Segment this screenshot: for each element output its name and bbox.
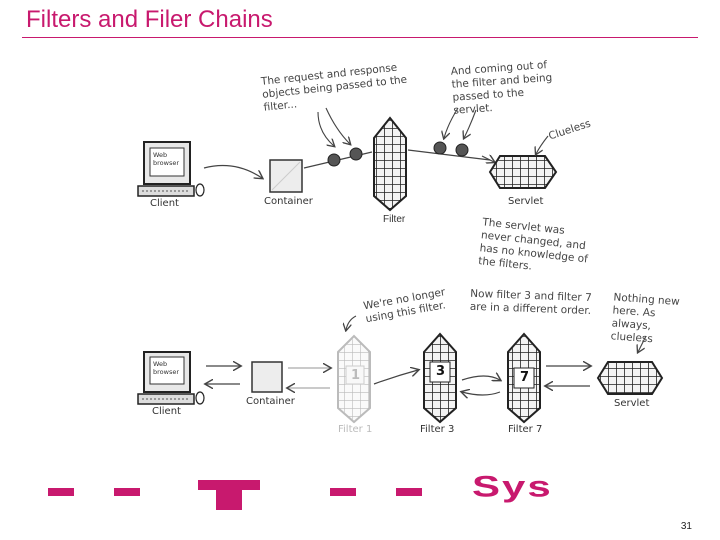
note-coming-out: And coming out of the filter and being p… bbox=[450, 59, 553, 117]
filter-7-label: Filter 7 bbox=[508, 424, 543, 435]
bottom-servlet-icon bbox=[596, 361, 664, 395]
bottom-servlet-label: Servlet bbox=[614, 398, 650, 409]
filter-1-label: Filter 1 bbox=[338, 424, 373, 435]
top-container-icon bbox=[269, 159, 303, 193]
top-object-ball bbox=[327, 153, 341, 167]
top-connector-right bbox=[407, 149, 491, 161]
filter-7-number: 7 bbox=[520, 370, 530, 385]
bottom-client-label: Client bbox=[152, 406, 181, 417]
top-filter-icon bbox=[373, 116, 407, 212]
t-systems-logo bbox=[48, 480, 422, 510]
top-client-label: Client bbox=[150, 198, 179, 209]
top-object-ball bbox=[349, 147, 363, 161]
note-different-order: Now filter 3 and filter 7 are in a diffe… bbox=[469, 287, 592, 318]
top-client-computer-icon bbox=[137, 141, 205, 197]
page-number: 31 bbox=[680, 521, 692, 532]
logo-sys-text: Sys bbox=[472, 470, 553, 503]
bottom-client-computer-icon bbox=[137, 351, 205, 405]
top-browser-text: Web browser bbox=[153, 151, 180, 167]
filter-1-number: 1 bbox=[351, 368, 361, 383]
filter-3-label: Filter 3 bbox=[420, 424, 455, 435]
title-divider bbox=[22, 37, 698, 38]
top-object-ball bbox=[433, 141, 447, 155]
filter-3-number: 3 bbox=[436, 364, 446, 379]
top-servlet-label: Servlet bbox=[508, 196, 544, 207]
note-nothing-new: Nothing new here. As always, clueless bbox=[610, 291, 681, 346]
bottom-browser-text: Web browser bbox=[153, 360, 180, 376]
top-arrow-client-to-container bbox=[203, 165, 262, 178]
top-object-ball bbox=[455, 143, 469, 157]
top-filter-label: Filter bbox=[383, 214, 406, 225]
bottom-container-label: Container bbox=[246, 396, 295, 407]
bottom-container-icon bbox=[251, 361, 283, 393]
top-container-label: Container bbox=[264, 196, 313, 207]
slide-title: Filters and Filer Chains bbox=[26, 6, 273, 33]
top-servlet-icon bbox=[488, 155, 558, 189]
